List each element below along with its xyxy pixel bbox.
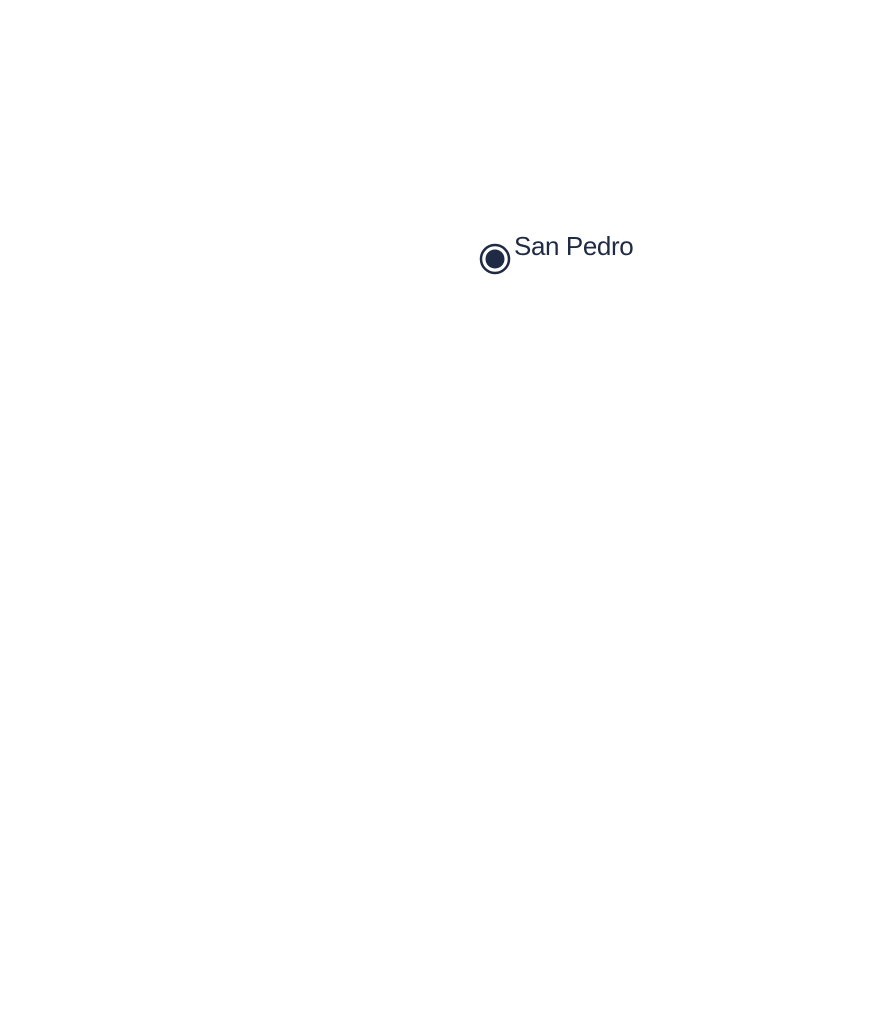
place-marker-icon[interactable] [479,243,511,275]
place-label[interactable]: San Pedro [514,231,634,261]
target-dot-icon [479,243,511,275]
